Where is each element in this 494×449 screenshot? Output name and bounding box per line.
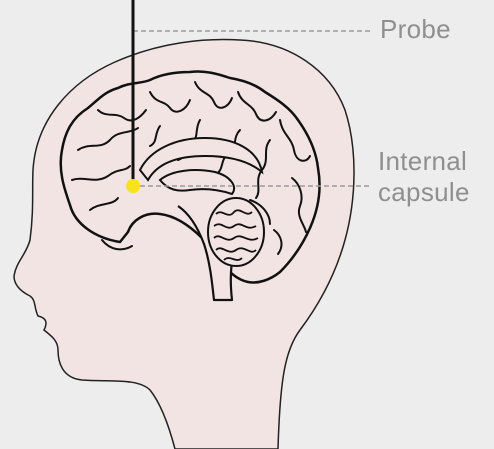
internal-capsule-label-line2: capsule	[378, 177, 470, 207]
probe-label: Probe	[380, 14, 451, 44]
internal-capsule-label-line1: Internal	[378, 146, 467, 176]
internal-capsule-target-dot	[126, 179, 140, 193]
cerebellum	[208, 198, 264, 266]
